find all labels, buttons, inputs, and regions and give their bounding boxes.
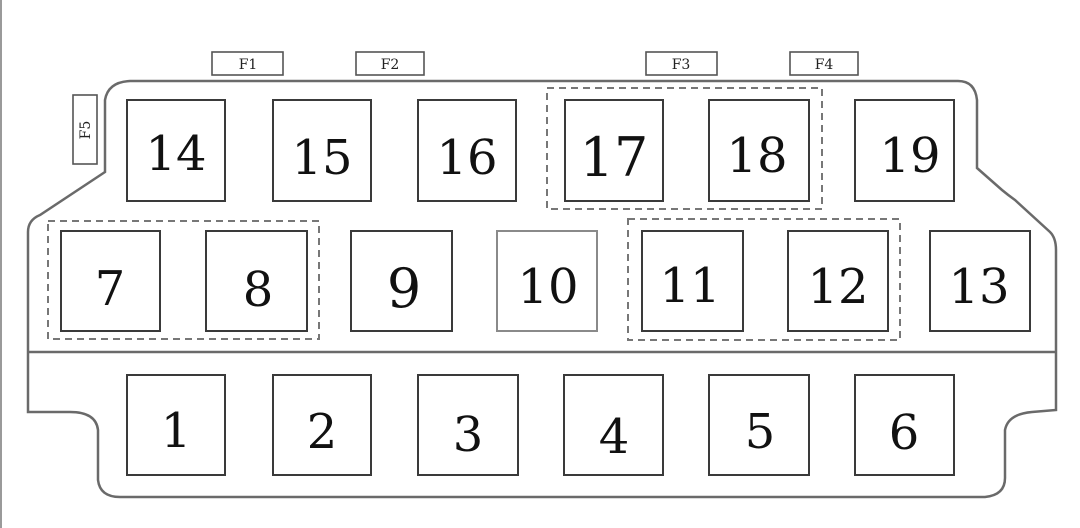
fuse-11-body [641, 230, 744, 332]
dashed-group-11-12 [627, 218, 901, 341]
fuse-9-label: 9 [387, 257, 421, 320]
small-fuse-f2-body [355, 51, 425, 76]
small-fuse-f4-label: F4 [815, 57, 834, 73]
fuse-13[interactable]: 13 [929, 230, 1031, 332]
fuse-3-body [417, 374, 519, 476]
fuse-18[interactable]: 18 [708, 99, 810, 202]
small-fuse-f1-label: F1 [239, 57, 258, 73]
fuse-11[interactable]: 11 [641, 230, 744, 332]
fuse-10-label: 10 [517, 259, 578, 315]
fuse-13-label: 13 [948, 259, 1009, 315]
fuse-12-label: 12 [807, 259, 868, 315]
fuse-16[interactable]: 16 [417, 99, 517, 202]
fuse-8-label: 8 [243, 262, 274, 318]
fuse-18-label: 18 [726, 128, 787, 184]
fuse-8-body [205, 230, 308, 332]
small-fuse-f4[interactable]: F4 [789, 51, 859, 76]
small-fuse-f5-label: F5 [78, 121, 94, 140]
small-fuse-f3[interactable]: F3 [645, 51, 718, 76]
small-fuse-f5-body [72, 94, 98, 165]
fuse-11-label: 11 [659, 258, 720, 314]
fuse-17[interactable]: 17 [564, 99, 664, 202]
fuse-15-body [272, 99, 372, 202]
fuse-5-label: 5 [745, 404, 776, 460]
fuse-14-body [126, 99, 226, 202]
fuse-2[interactable]: 2 [272, 374, 372, 476]
fuse-4-label: 4 [599, 409, 630, 465]
fuse-17-body [564, 99, 664, 202]
fuse-9[interactable]: 9 [350, 230, 453, 332]
fuse-19-label: 19 [879, 128, 940, 184]
fuse-13-body [929, 230, 1031, 332]
fuse-6-label: 6 [889, 405, 920, 461]
fuse-7-label: 7 [95, 261, 126, 317]
fuse-9-body [350, 230, 453, 332]
fuse-7[interactable]: 7 [60, 230, 161, 332]
fuse-19[interactable]: 19 [854, 99, 955, 202]
fuse-8[interactable]: 8 [205, 230, 308, 332]
fuse-7-body [60, 230, 161, 332]
fuse-16-body [417, 99, 517, 202]
fuse-2-body [272, 374, 372, 476]
fuse-10-body [496, 230, 598, 332]
fuse-2-label: 2 [307, 404, 338, 460]
fuse-6-body [854, 374, 955, 476]
fuse-15-label: 15 [291, 130, 352, 186]
dashed-group-17-18 [546, 87, 823, 210]
fuse-5[interactable]: 5 [708, 374, 810, 476]
small-fuse-f1[interactable]: F1 [211, 51, 284, 76]
fuse-box-housing-outline [26, 79, 1058, 499]
small-fuse-f1-body [211, 51, 284, 76]
fuse-15[interactable]: 15 [272, 99, 372, 202]
fuse-19-body [854, 99, 955, 202]
fuse-10[interactable]: 10 [496, 230, 598, 332]
fuse-14[interactable]: 14 [126, 99, 226, 202]
fuse-3-label: 3 [453, 407, 484, 463]
fuse-18-body [708, 99, 810, 202]
small-fuse-f3-body [645, 51, 718, 76]
fuse-4[interactable]: 4 [563, 374, 664, 476]
fuse-3[interactable]: 3 [417, 374, 519, 476]
fuse-1[interactable]: 1 [126, 374, 226, 476]
fuse-1-body [126, 374, 226, 476]
dashed-group-7-8 [47, 220, 320, 340]
fuse-12[interactable]: 12 [787, 230, 889, 332]
fuse-6[interactable]: 6 [854, 374, 955, 476]
fuse-14-label: 14 [145, 126, 206, 182]
small-fuse-f4-body [789, 51, 859, 76]
fuse-1-label: 1 [161, 403, 192, 459]
small-fuse-f2-label: F2 [381, 57, 400, 73]
fuse-12-body [787, 230, 889, 332]
fuse-16-label: 16 [436, 130, 497, 186]
small-fuse-f5[interactable]: F5 [72, 94, 98, 165]
small-fuse-f2[interactable]: F2 [355, 51, 425, 76]
fuse-5-body [708, 374, 810, 476]
fuse-4-body [563, 374, 664, 476]
small-fuse-f3-label: F3 [672, 57, 691, 73]
fuse-17-label: 17 [580, 126, 649, 189]
